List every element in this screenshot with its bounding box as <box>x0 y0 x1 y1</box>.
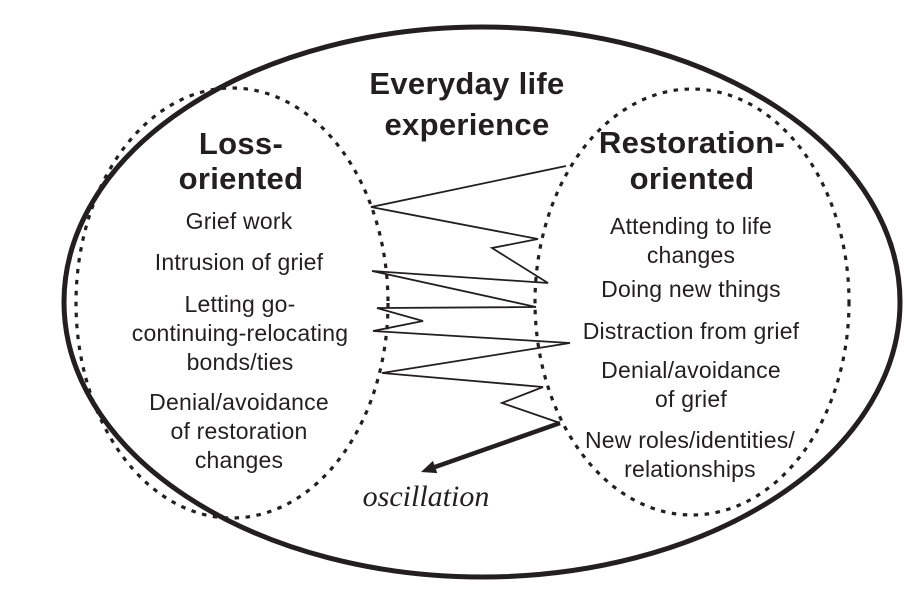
loss-item-grief-work: Grief work <box>185 208 293 234</box>
restoration-item-attending-life-changes: Attending to life changes <box>610 213 772 268</box>
outer-ellipse <box>61 24 903 580</box>
loss-dashed-ellipse <box>74 86 390 520</box>
loss-item-intrusion-of-grief: Intrusion of grief <box>154 249 324 275</box>
restoration-item-denial-avoidance-of-grief: Denial/avoidance of grief <box>601 357 781 412</box>
oscillation-arrow <box>434 420 561 470</box>
oscillation-label: oscillation <box>362 480 490 513</box>
oscillation-zigzag-line <box>370 165 571 424</box>
restoration-dashed-ellipse <box>533 87 851 517</box>
oscillation-arrowhead <box>421 460 438 474</box>
restoration-item-doing-new-things: Doing new things <box>601 276 781 302</box>
restoration-item-distraction-from-grief: Distraction from grief <box>582 318 800 344</box>
loss-item-denial-restoration-changes: Denial/avoidance of restoration changes <box>149 389 329 473</box>
restoration-oriented-heading: Restoration- oriented <box>598 125 786 196</box>
everyday-life-experience-label: Everyday life experience <box>369 66 565 142</box>
loss-oriented-heading: Loss- oriented <box>178 126 304 196</box>
restoration-item-new-roles-identities: New roles/identities/ relationships <box>584 427 796 482</box>
loss-item-letting-go-bonds: Letting go- continuing-relocating bonds/… <box>131 291 349 375</box>
